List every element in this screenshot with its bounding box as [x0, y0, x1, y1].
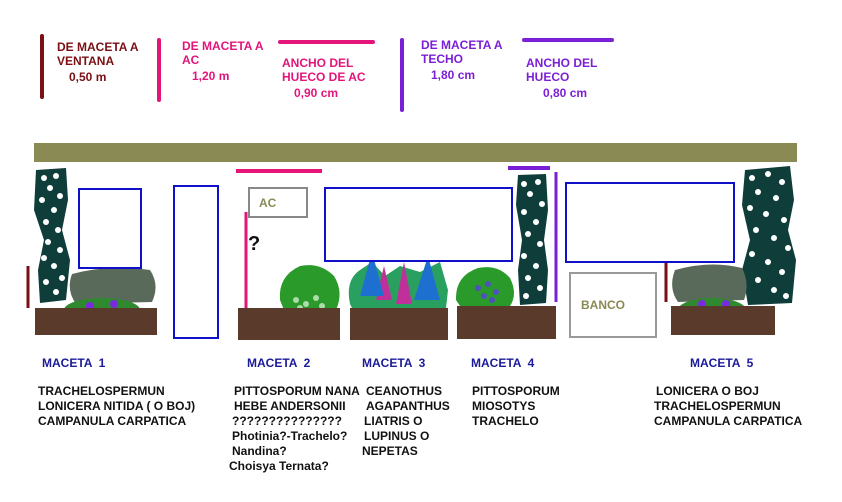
ac-unit: AC: [248, 187, 308, 218]
climber-2-icon: [516, 174, 548, 305]
maceta-5-title: MACETA 5: [690, 356, 754, 370]
climber-1-icon: [34, 168, 70, 303]
ceiling-beam: [34, 143, 797, 162]
list-item: CEANOTHUS: [366, 384, 443, 398]
door: [173, 185, 219, 339]
climber-3-icon: [742, 166, 796, 305]
maceta-3-title: MACETA 3: [362, 356, 426, 370]
list-item: CAMPANULA CARPATICA: [38, 414, 187, 428]
list-item: TRACHELOSPERMUN: [38, 384, 165, 398]
maceta-4-plants-icon: [455, 267, 514, 306]
window-3: [565, 182, 735, 263]
maceta-2-title: MACETA 2: [247, 356, 311, 370]
maceta-2-pot: [238, 308, 340, 340]
list-item: TRACHELOSPERMUN: [654, 399, 781, 413]
legend-hueco-label: ANCHO DEL HUECO: [526, 56, 598, 84]
legend-techo-bar: [400, 38, 404, 112]
legend-ventana-bar: [40, 34, 44, 99]
list-item: LONICERA NITIDA ( O BOJ): [38, 399, 196, 413]
maceta-3-plants-icon: [348, 236, 460, 308]
maceta-3-pot: [350, 308, 448, 340]
ac-label: AC: [259, 196, 277, 210]
list-item: Nandina?: [232, 444, 287, 458]
legend-techo-label: DE MACETA A TECHO: [421, 38, 503, 66]
list-item: AGAPANTHUS: [366, 399, 450, 413]
legend-ac-value: 1,20 m: [192, 69, 230, 83]
bench: BANCO: [569, 272, 657, 338]
list-item: HEBE ANDERSONII: [234, 399, 346, 413]
maceta-5-pot: [671, 306, 775, 335]
maceta-1-title: MACETA 1: [42, 356, 106, 370]
list-item: ???????????????: [232, 414, 342, 428]
legend-hueco-ac-bar: [278, 40, 375, 44]
bench-label: BANCO: [581, 298, 625, 312]
legend-techo-value: 1,80 cm: [431, 68, 476, 82]
legend-ac-label: DE MACETA A AC: [182, 39, 264, 67]
list-item: LUPINUS O: [364, 429, 430, 443]
legend-hueco-ac-label: ANCHO DEL HUECO DE AC: [282, 56, 366, 84]
list-item: LONICERA O BOJ: [656, 384, 759, 398]
list-item: LIATRIS O: [364, 414, 423, 428]
legend-ac-bar: [157, 38, 161, 102]
question-mark: ?: [248, 233, 261, 255]
maceta-2-plants-icon: [279, 265, 340, 311]
legend-hueco-value: 0,80 cm: [543, 86, 588, 100]
list-item: PITTOSPORUM NANA: [234, 384, 360, 398]
legend-hueco-bar: [522, 38, 614, 42]
list-item: Photinia?-Trachelo?: [232, 429, 348, 443]
maceta-4-pot: [457, 306, 556, 339]
maceta-1-pot: [35, 308, 157, 335]
legend-ventana-label: DE MACETA A VENTANA: [57, 40, 139, 68]
list-item: PITTOSPORUM: [472, 384, 560, 398]
list-item: MIOSOTYS: [472, 399, 536, 413]
window-2: [324, 187, 513, 262]
legend-hueco-ac-value: 0,90 cm: [294, 86, 339, 100]
window-1: [78, 188, 142, 269]
maceta-4-title: MACETA 4: [471, 356, 535, 370]
list-item: Choisya Ternata?: [229, 459, 329, 473]
list-item: CAMPANULA CARPATICA: [654, 414, 803, 428]
legend-ventana-value: 0,50 m: [69, 70, 107, 84]
list-item: NEPETAS: [362, 444, 418, 458]
list-item: TRACHELO: [472, 414, 539, 428]
